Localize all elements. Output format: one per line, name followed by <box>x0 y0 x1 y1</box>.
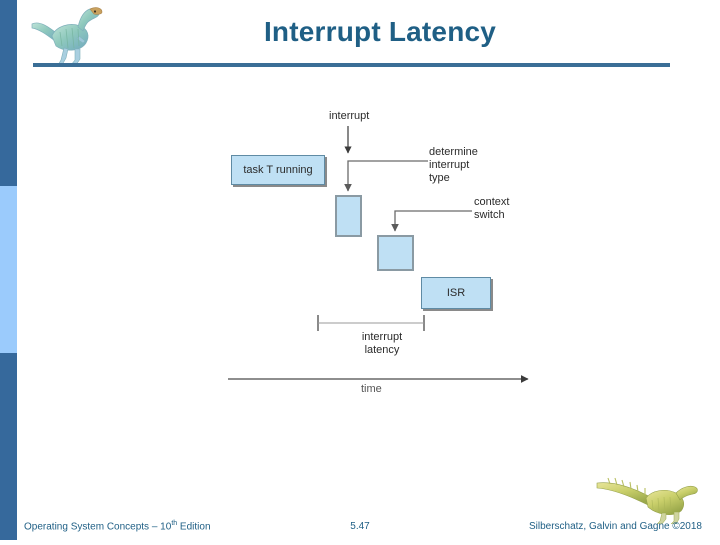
dinosaur-logo-icon <box>28 2 106 68</box>
page-title: Interrupt Latency <box>263 16 497 47</box>
diagram-box-task-running: task T running <box>231 155 325 185</box>
footer-page-number: 5.47 <box>350 521 370 532</box>
diagram-box-isr: ISR <box>421 277 491 309</box>
diagram-label-interrupt-latency: interrupt latency <box>361 331 403 356</box>
footer-edition-suffix: Edition <box>177 521 211 532</box>
footer-edition-prefix: Operating System Concepts – 10 <box>24 521 172 532</box>
sidebar-strip-middle <box>0 186 17 353</box>
sidebar-strip-top <box>0 0 17 186</box>
diagram-box-determine-type <box>335 195 362 237</box>
title-divider <box>33 63 670 67</box>
footer-copyright: Silberschatz, Galvin and Gagne ©2018 <box>528 521 702 532</box>
footer-edition-superscript: th <box>171 519 178 527</box>
dinosaur-logo-bottom-icon <box>596 476 700 525</box>
diagram-label-context-switch: context switch <box>474 196 510 221</box>
diagram-box-context-switch <box>377 235 414 271</box>
footer-edition: Operating System Concepts – 10th Edition <box>24 520 211 532</box>
diagram-label-interrupt: interrupt <box>329 110 370 122</box>
sidebar-strip-bottom <box>0 353 17 540</box>
diagram-label-determine-interrupt-type: determine interrupt type <box>429 146 478 184</box>
diagram-label-time: time <box>361 383 382 395</box>
